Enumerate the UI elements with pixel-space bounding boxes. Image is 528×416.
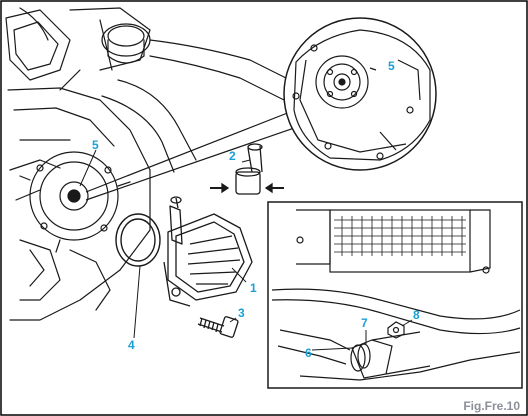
detail-connector (85, 111, 301, 201)
callout-6: 6 (305, 346, 312, 360)
grid-pattern (334, 216, 466, 256)
detail-circle (283, 17, 437, 171)
o-ring-drawing (115, 213, 161, 267)
vacuum-pump-drawing (163, 196, 253, 307)
detail-box (267, 201, 523, 389)
figure-label: Fig.Fre.10 (463, 399, 520, 413)
callout-8: 8 (413, 308, 420, 322)
callout-2: 2 (229, 149, 236, 163)
callout-1: 1 (250, 281, 257, 295)
leader-lines (79, 149, 251, 339)
coupling-sleeve-drawing (210, 143, 284, 195)
callout-4: 4 (128, 338, 135, 352)
bolt-drawing (197, 316, 239, 338)
engine-block (5, 7, 331, 321)
callout-5-detail: 5 (388, 59, 395, 73)
callout-5-main: 5 (92, 138, 99, 152)
callout-3: 3 (238, 306, 245, 320)
callout-7: 7 (361, 316, 368, 330)
